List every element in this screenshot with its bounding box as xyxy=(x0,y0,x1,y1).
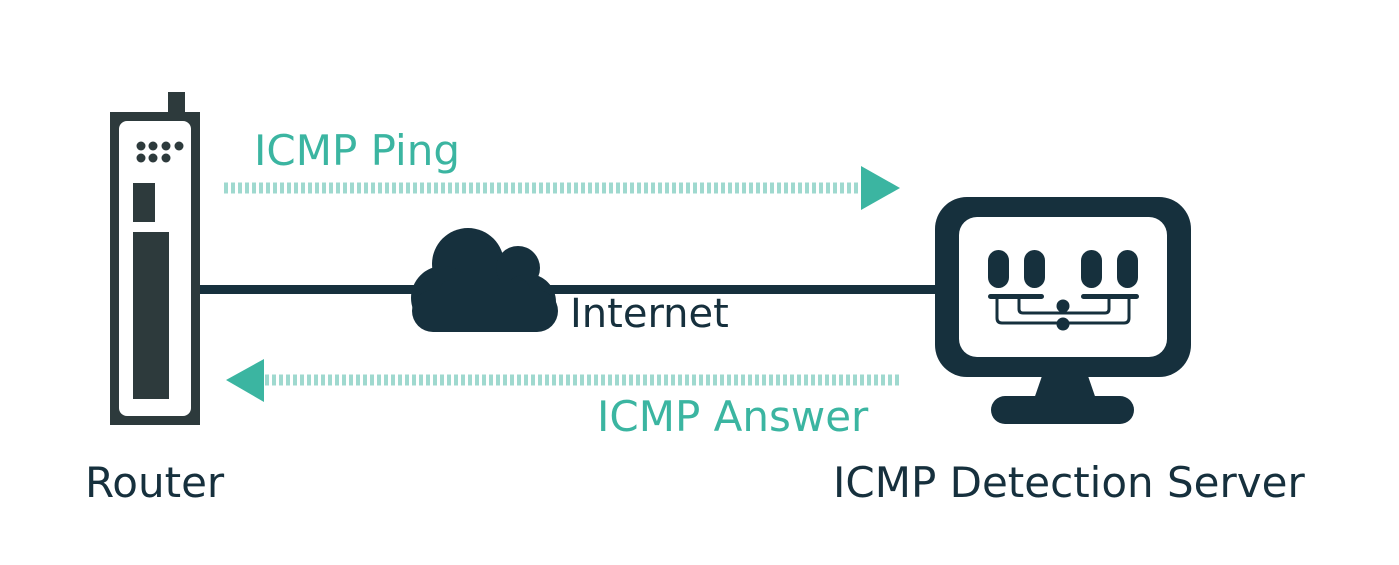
ping-arrow xyxy=(224,166,900,210)
arrow-head-left-icon xyxy=(226,359,264,402)
router-icon xyxy=(110,92,200,425)
arrow-head-right-icon xyxy=(861,166,900,210)
cloud-icon xyxy=(411,228,558,332)
monitor-network-icon xyxy=(935,197,1191,424)
server-label: ICMP Detection Server xyxy=(833,458,1305,507)
answer-arrow xyxy=(226,359,902,402)
answer-label: ICMP Answer xyxy=(597,392,869,441)
router-label: Router xyxy=(85,458,225,507)
connection-line xyxy=(200,285,935,294)
internet-label: Internet xyxy=(570,291,729,337)
ping-label: ICMP Ping xyxy=(254,126,460,175)
